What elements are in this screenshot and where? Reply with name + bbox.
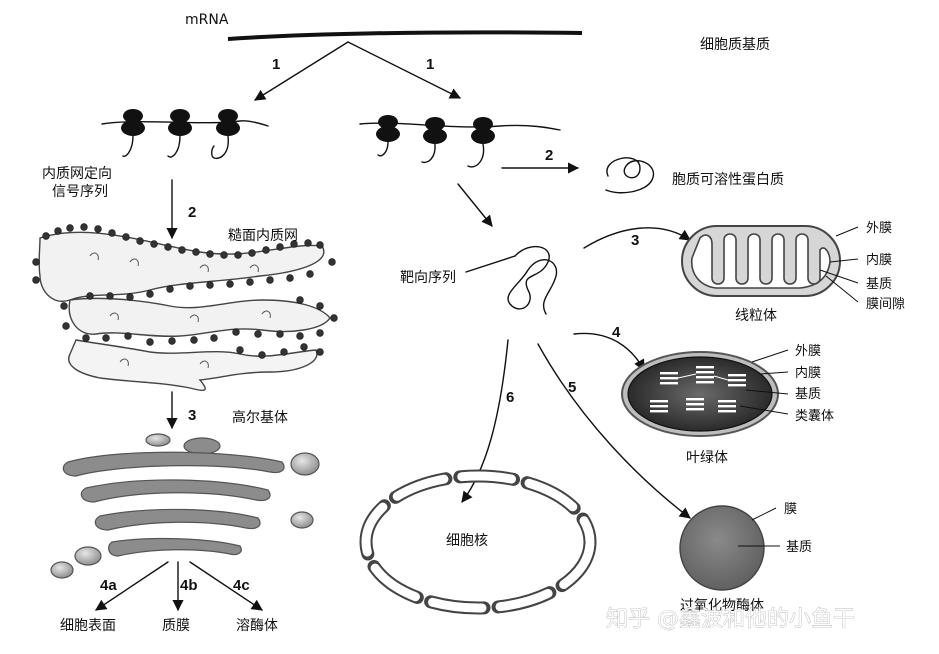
golgi-label: 高尔基体 (232, 409, 288, 426)
step-1-right: 1 (426, 56, 434, 73)
mito-part-2: 基质 (866, 277, 892, 292)
step-3-right: 3 (631, 232, 639, 249)
er-signal-label-line2: 信号序列 (52, 184, 108, 200)
perox-leader-lines (738, 507, 780, 547)
polysome-left (101, 109, 269, 160)
perox-part-0: 膜 (784, 502, 797, 517)
step-6: 6 (506, 389, 514, 406)
perox-part-1: 基质 (786, 540, 812, 555)
soluble-protein-chain (605, 157, 655, 194)
step5-arrow (537, 343, 691, 519)
chloro-part-1: 内膜 (795, 365, 821, 381)
soluble-protein-label: 胞质可溶性蛋白质 (672, 172, 784, 188)
peroxisome-label: 过氧化物酶体 (680, 598, 764, 614)
mito-part-3: 膜间隙 (866, 297, 905, 312)
chloroplast (621, 351, 779, 437)
step-4a: 4a (100, 577, 117, 594)
mito-leader-lines (819, 226, 859, 303)
step-1-left: 1 (272, 56, 280, 73)
golgi-apparatus (50, 433, 320, 579)
mito-part-1: 内膜 (866, 252, 892, 268)
ribosome (121, 109, 145, 157)
step-2-left: 2 (188, 204, 196, 221)
chloro-part-2: 基质 (795, 387, 821, 402)
ribosome (167, 109, 192, 158)
nucleus (359, 469, 597, 615)
chloro-leader-lines (739, 349, 789, 415)
nucleus-label: 细胞核 (446, 533, 488, 549)
step4-golgi-arrows (95, 561, 263, 612)
mitochondrion (681, 225, 841, 297)
er-signal-label-line1: 内质网定向 (42, 166, 112, 182)
targeting-sequence-label: 靶向序列 (400, 270, 456, 286)
mito-part-0: 外膜 (866, 221, 892, 236)
rough-er-label: 糙面内质网 (228, 228, 298, 244)
cytoplasm-matrix-label: 细胞质基质 (700, 36, 770, 53)
plasma-membrane-label: 质膜 (162, 618, 190, 634)
step3-right-arrow (583, 227, 691, 249)
step-4: 4 (612, 324, 621, 341)
step-4c: 4c (233, 577, 250, 594)
step6-arrow (461, 339, 509, 503)
mrna-label: mRNA (185, 12, 229, 28)
step-3-left: 3 (188, 407, 196, 424)
chloro-part-3: 类囊体 (795, 408, 834, 424)
mrna-strand (227, 30, 583, 41)
rough-er (32, 223, 338, 392)
chloro-part-0: 外膜 (795, 344, 821, 359)
peroxisome (679, 505, 765, 591)
step-2-right: 2 (545, 147, 553, 164)
step1-arrows (254, 41, 462, 101)
ribosome (211, 109, 240, 160)
watermark: 知乎 @鑫波和他的小鱼干 (606, 607, 855, 632)
step4-arrow (573, 332, 645, 371)
polysome-right (359, 115, 561, 168)
to-targeting-arrow (457, 183, 493, 227)
lysosome-label: 溶酶体 (236, 618, 278, 634)
step-5: 5 (568, 379, 576, 396)
mitochondrion-label: 线粒体 (735, 308, 777, 324)
step-4b: 4b (180, 577, 198, 594)
chloroplast-label: 叶绿体 (686, 450, 728, 466)
targeting-protein (465, 245, 558, 315)
cell-surface-label: 细胞表面 (60, 618, 116, 634)
